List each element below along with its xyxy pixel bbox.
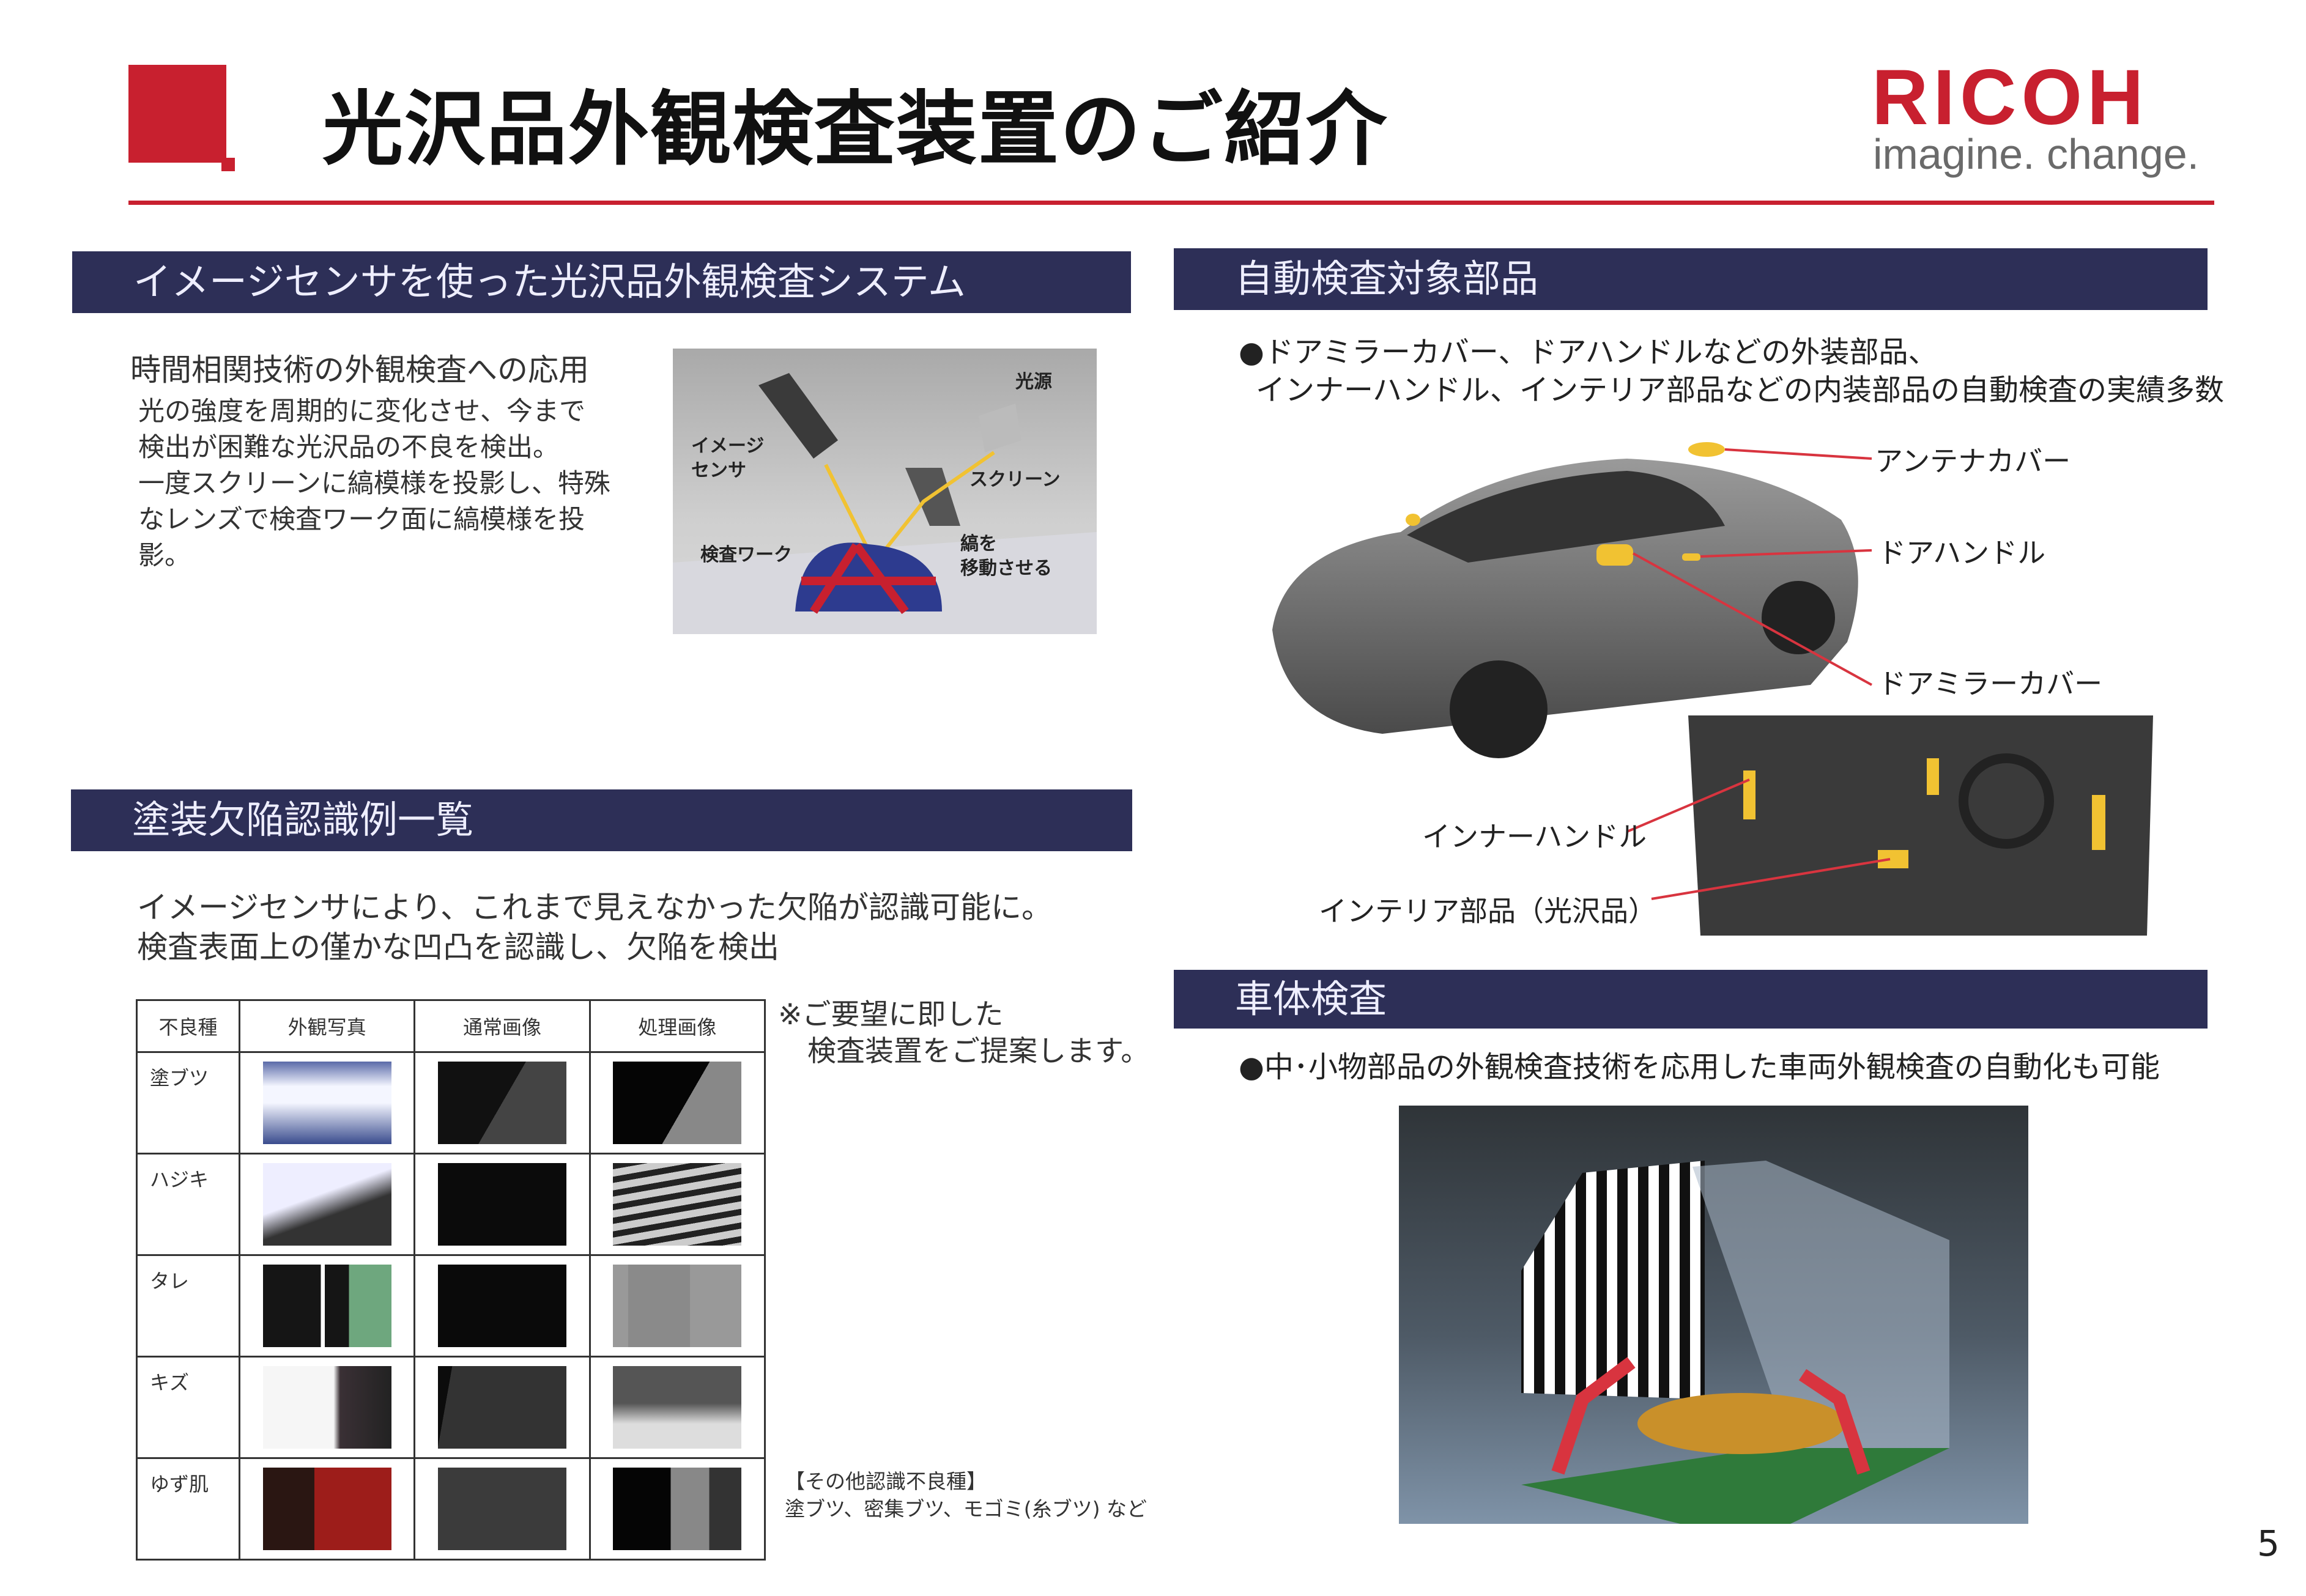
note-line: 検査装置をご提案します。	[807, 1035, 1150, 1068]
car	[1637, 1393, 1845, 1454]
description-line: 光の強度を周期的に変化させ、今まで	[138, 396, 585, 427]
wheel	[1762, 581, 1835, 654]
antenna-cover	[1688, 442, 1725, 457]
processed-image	[613, 1062, 742, 1144]
intro-line: イメージセンサにより、これまで見えなかった欠陥が認識可能に。	[137, 890, 1052, 925]
door-mirror-cover	[1596, 544, 1633, 566]
normal-image	[437, 1265, 566, 1347]
interior	[1688, 715, 2153, 936]
section-header-body-inspection: 車体検査	[1174, 970, 2208, 1029]
robot-arm	[1798, 1369, 1870, 1475]
note-line: 【その他認識不良種】	[785, 1469, 987, 1493]
label-move: 縞を	[960, 533, 997, 555]
appearance-photo	[262, 1163, 391, 1246]
section-header-inspection-system: イメージセンサを使った光沢品外観検査システム	[72, 251, 1131, 313]
column-header: 通常画像	[413, 999, 591, 1053]
bullet-line: ●ドアミラーカバー、ドアハンドルなどの外装部品、	[1239, 335, 1938, 369]
subheading: 時間相関技術の外観検査への応用	[130, 352, 589, 388]
column-header: 不良種	[136, 999, 240, 1053]
proposal-note: ※ご要望に即した 検査装置をご提案します。	[778, 997, 1149, 1070]
processed-image	[613, 1468, 742, 1550]
logo-tagline: imagine. change.	[1873, 130, 2200, 178]
table-row: タレ	[136, 1254, 766, 1358]
appearance-photo	[262, 1468, 391, 1550]
appearance-photo	[262, 1265, 391, 1347]
defect-intro: イメージセンサにより、これまで見えなかった欠陥が認識可能に。 検査表面上の僅かな…	[137, 888, 1052, 967]
processed-image	[613, 1366, 742, 1449]
light-source-icon	[979, 404, 1021, 453]
defect-type: キズ	[136, 1356, 240, 1459]
defect-type: ゆず肌	[136, 1457, 240, 1561]
normal-image	[437, 1163, 566, 1246]
label-move: 移動させる	[960, 558, 1052, 579]
note-line: 塗ブツ、密集ブツ、モゴミ(糸ブツ) など	[785, 1497, 1147, 1521]
table-row: キズ	[136, 1356, 766, 1459]
table-header-row: 不良種 外観写真 通常画像 処理画像	[136, 999, 766, 1053]
callout-door-mirror-cover: ドアミラーカバー	[1878, 667, 2103, 700]
ricoh-logo: RICOH	[1872, 54, 2149, 141]
label-sensor: センサ	[691, 460, 746, 481]
sensor-icon	[758, 373, 838, 459]
processed-image	[613, 1265, 742, 1347]
header-divider	[128, 201, 2214, 205]
description-line: 影。	[138, 541, 191, 571]
section-header-target-parts: 自動検査対象部品	[1174, 248, 2208, 310]
other-defects-note: 【その他認識不良種】 塗ブツ、密集ブツ、モゴミ(糸ブツ) など	[785, 1468, 1147, 1523]
normal-image	[437, 1062, 566, 1144]
intro-line: 検査表面上の僅かな凹凸を認識し、欠陥を検出	[137, 929, 779, 965]
label-light-source: 光源	[1015, 371, 1052, 393]
callout-door-handle: ドアハンドル	[1878, 536, 2046, 569]
defect-type: ハジキ	[136, 1153, 240, 1256]
title-square-decoration	[128, 65, 235, 171]
appearance-photo	[262, 1366, 391, 1449]
defect-type: 塗ブツ	[136, 1051, 240, 1155]
door-handle	[1682, 553, 1700, 561]
page-title: 光沢品外観検査装置のご紹介	[322, 83, 1388, 177]
callout-interior-parts: インテリア部品（光沢品）	[1319, 895, 1656, 928]
page-number: 5	[2257, 1523, 2280, 1564]
vehicle-inspection-tunnel-image	[1399, 1106, 2028, 1524]
tunnel-illustration	[1521, 1161, 1949, 1524]
inspection-diagram: 光源 イメージ センサ スクリーン 検査ワーク 縞を 移動させる	[673, 349, 1097, 634]
column-header: 外観写真	[238, 999, 416, 1053]
table-row: 塗ブツ	[136, 1051, 766, 1155]
callout-inner-handle: インナーハンドル	[1422, 820, 1647, 853]
defect-table: 不良種 外観写真 通常画像 処理画像 塗ブツ ハジキ タレ キズ ゆず肌	[136, 999, 766, 1561]
table-row: ハジキ	[136, 1153, 766, 1256]
label-work: 検査ワーク	[700, 544, 792, 566]
column-header: 処理画像	[588, 999, 766, 1053]
description-line: 一度スクリーンに縞模様を投影し、特殊	[138, 468, 610, 499]
robot-arm	[1551, 1357, 1636, 1475]
description-line: 検出が困難な光沢品の不良を検出。	[138, 432, 559, 463]
label-sensor: イメージ	[691, 435, 765, 457]
bullet-line: インナーハンドル、インテリア部品などの内装部品の自動検査の実績多数	[1256, 373, 2225, 407]
car-parts-illustration	[1272, 442, 2153, 936]
label-screen: スクリーン	[969, 469, 1061, 490]
appearance-photo	[262, 1062, 391, 1144]
body-inspection-text: ●中･小物部品の外観検査技術を応用した車両外観検査の自動化も可能	[1239, 1050, 2160, 1084]
defect-type: タレ	[136, 1254, 240, 1358]
wheel	[1450, 660, 1548, 758]
processed-image	[613, 1163, 742, 1246]
normal-image	[437, 1468, 566, 1550]
description: 光の強度を周期的に変化させ、今まで 検出が困難な光沢品の不良を検出。 一度スクリ…	[138, 394, 610, 574]
stripe-screen	[1521, 1161, 1705, 1399]
description-line: なレンズで検査ワーク面に縞模様を投	[138, 504, 585, 535]
normal-image	[437, 1366, 566, 1449]
target-parts-text: ●ドアミラーカバー、ドアハンドルなどの外装部品、 インナーハンドル、インテリア部…	[1239, 333, 2224, 409]
diagram-illustration	[673, 373, 1097, 634]
callout-antenna-cover: アンテナカバー	[1875, 445, 2071, 478]
note-line: ※ご要望に即した	[778, 998, 1004, 1032]
table-row: ゆず肌	[136, 1457, 766, 1561]
section-header-defect-list: 塗装欠陥認識例一覧	[71, 789, 1132, 851]
